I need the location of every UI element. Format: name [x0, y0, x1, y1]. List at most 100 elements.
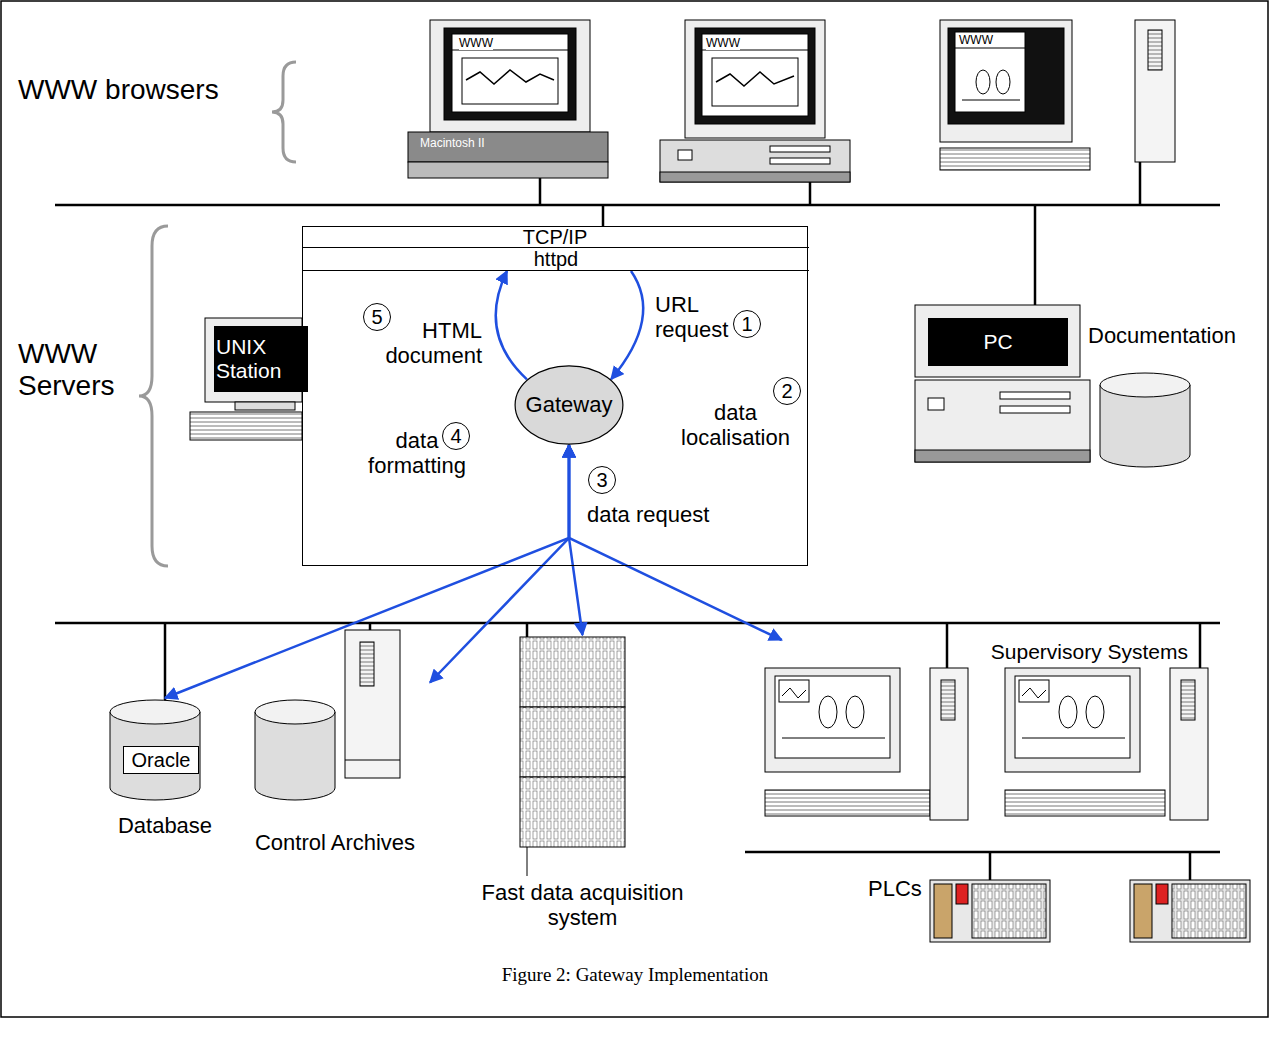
- node-text: PC: [983, 330, 1012, 354]
- screen-label: WWW: [706, 36, 740, 50]
- callout-number: 1: [733, 310, 761, 338]
- drawing-stroke: [1199, 623, 1202, 668]
- drawing-stroke: [1135, 20, 1175, 162]
- drawing-stroke: [1005, 668, 1140, 772]
- drawing-stroke: [809, 182, 812, 205]
- drawing-stroke: [956, 884, 968, 904]
- gateway-ellipse: Gateway: [514, 365, 624, 445]
- mac-browser: [408, 20, 608, 178]
- drawing-stroke: [462, 58, 558, 104]
- drawing-stroke: [955, 32, 1025, 112]
- drawing-stroke: [941, 680, 955, 720]
- archives-node: Control Archives: [240, 620, 430, 855]
- flow-arrow: [430, 445, 569, 683]
- gateway-outline: [515, 366, 623, 444]
- drawing-stroke: [466, 70, 554, 84]
- oracle-box: Oracle: [123, 746, 199, 774]
- node-text: 2: [781, 380, 792, 403]
- text-label: data localisation: [668, 400, 803, 450]
- node-text: 5: [371, 306, 382, 329]
- drawing-stroke: [1022, 688, 1046, 698]
- drawing-stroke: [452, 34, 568, 112]
- flow-arrow: [496, 271, 527, 379]
- drawing-stroke: [1156, 884, 1168, 904]
- drawing-stroke: [408, 162, 608, 178]
- pc-screen: PC: [928, 318, 1068, 366]
- drawing-stroke: [520, 707, 625, 777]
- drawing-stroke: [255, 700, 335, 724]
- drawing-stroke: [526, 623, 529, 637]
- drawing-stroke: [940, 148, 1090, 170]
- database-cylinder: [110, 700, 200, 800]
- drawing-stroke: [915, 450, 1090, 462]
- callout-number: 3: [588, 466, 616, 494]
- drawing-stroke: [520, 777, 625, 847]
- text-label: Documentation: [1088, 323, 1263, 348]
- drawing-stroke: [345, 630, 400, 778]
- drawing-stroke: [110, 712, 200, 800]
- drawing-stroke: [716, 72, 794, 86]
- httpd-band: httpd: [303, 247, 809, 271]
- node-text: Database: [100, 813, 230, 838]
- drawing-stroke: [539, 178, 542, 205]
- drawing-stroke: [955, 48, 1025, 49]
- supervisory-workstations: [765, 668, 1208, 820]
- drawing-stroke: [255, 712, 335, 800]
- screen-label: WWW: [959, 33, 993, 47]
- node-text: UNIX Station: [216, 335, 306, 383]
- text-label: data formatting: [356, 428, 478, 478]
- drawing-stroke: [1189, 852, 1192, 880]
- drawing-stroke: [1172, 884, 1246, 938]
- node-text: Control Archives: [240, 830, 430, 855]
- plc-units: [930, 880, 1250, 942]
- drawing-stroke: [527, 847, 528, 876]
- unix-screen: UNIX Station: [214, 326, 308, 392]
- text-label: PLCs: [868, 876, 926, 901]
- drawing-stroke: [915, 380, 1090, 462]
- drawing-stroke: [1148, 30, 1162, 70]
- drawing-stroke: [819, 696, 837, 728]
- drawing-stroke: [934, 884, 952, 938]
- drawing-stroke: [678, 150, 692, 160]
- group-label: WWW Servers: [18, 338, 148, 402]
- drawing-stroke: [55, 622, 1220, 625]
- drawing-stroke: [775, 676, 890, 758]
- model-label: Macintosh II: [420, 136, 540, 150]
- buses: [55, 162, 1220, 880]
- flow-arrow: [165, 445, 569, 698]
- drawing-stroke: [989, 852, 992, 880]
- node-text: 1: [741, 313, 752, 336]
- drawing-stroke: [972, 884, 1046, 938]
- drawing-stroke: [369, 623, 372, 630]
- node-text: Fast data acquisition system: [465, 880, 700, 930]
- node-text: Supervisory Systems: [989, 640, 1190, 664]
- flow-arrow: [569, 445, 782, 640]
- drawing-stroke: [1086, 696, 1104, 728]
- frame: [1, 1, 1268, 1017]
- drawing-stroke: [976, 70, 990, 94]
- drawing-stroke: [1034, 205, 1037, 305]
- server-panel: TCP/IPhttpdGateway12345: [302, 226, 808, 566]
- drawing-stroke: [190, 412, 302, 440]
- drawing-stroke: [164, 623, 167, 702]
- supervisory-node: Supervisory Systems: [760, 640, 1220, 826]
- archive-storage: [255, 630, 400, 800]
- drawing-stroke: [360, 642, 374, 686]
- drawing-stroke: [1130, 880, 1250, 942]
- drawing-stroke: [1000, 406, 1070, 413]
- database-node: Database Oracle: [100, 698, 230, 838]
- drawing-stroke: [940, 20, 1072, 142]
- edge-label: HTML document: [368, 318, 482, 368]
- drawing-stroke: [712, 58, 798, 106]
- drawing-stroke: [1181, 680, 1195, 720]
- drawing-stroke: [139, 226, 168, 566]
- node-text: 4: [450, 425, 461, 448]
- drawing-stroke: [1022, 738, 1125, 739]
- drawing-stroke: [1019, 680, 1049, 702]
- text-label: data request: [587, 502, 747, 527]
- node-text: 3: [596, 469, 607, 492]
- drawing-stroke: [996, 70, 1010, 94]
- drawing-stroke: [770, 158, 830, 164]
- node-text: Oracle: [132, 749, 191, 772]
